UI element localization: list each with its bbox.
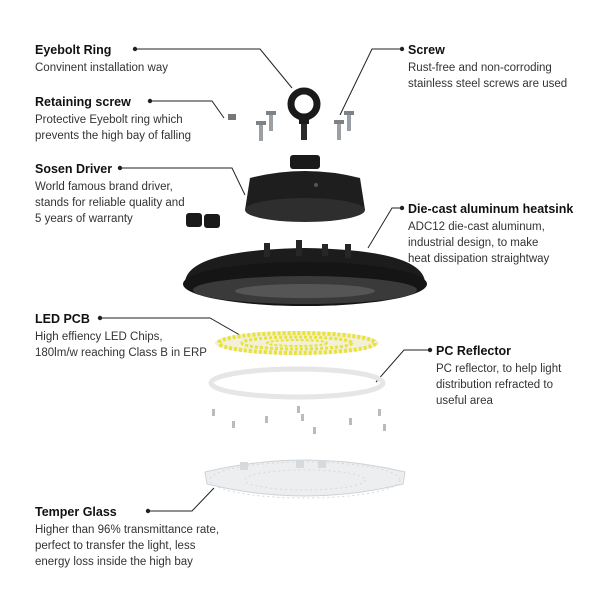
callout-desc-line: Convinent installation way <box>35 62 168 74</box>
callout-title: Die-cast aluminum heatsink <box>408 202 574 216</box>
callout-desc-line: prevents the high bay of falling <box>35 130 191 142</box>
callout-sosen-driver: Sosen Driver World famous brand driver, … <box>35 161 185 227</box>
leader-glass <box>148 487 215 512</box>
leader-screw <box>339 48 402 116</box>
driver-part <box>245 155 365 222</box>
callout-desc-line: ADC12 die-cast aluminum, <box>408 221 545 233</box>
leader-eyebolt <box>135 48 293 89</box>
callout-temper-glass: Temper Glass Higher than 96% transmittan… <box>35 504 219 570</box>
callout-desc-line: Higher than 96% transmittance rate, <box>35 524 220 536</box>
callout-title: Sosen Driver <box>35 162 113 176</box>
temper-glass-part <box>204 459 406 499</box>
heatsink-part <box>183 240 427 306</box>
callout-desc-line: energy loss inside the high bay <box>35 556 193 568</box>
leader-heatsink <box>367 207 402 249</box>
eyebolt-ring-part <box>287 87 321 140</box>
callout-desc-line: World famous brand driver, <box>35 181 173 193</box>
callout-title: Temper Glass <box>35 505 117 519</box>
callout-heatsink: Die-cast aluminum heatsink ADC12 die-cas… <box>408 201 573 267</box>
callout-desc-line: Rust-free and non-corroding <box>408 62 552 74</box>
callout-desc-line: Protective Eyebolt ring which <box>35 114 183 126</box>
callout-title: PC Reflector <box>436 344 512 358</box>
callout-eyebolt-ring: Eyebolt Ring Convinent installation way <box>35 42 168 76</box>
callout-retaining-screw: Retaining screw Protective Eyebolt ring … <box>35 94 191 144</box>
leader-dots <box>97 46 433 514</box>
pc-reflector-part <box>208 366 386 400</box>
callout-title: Eyebolt Ring <box>35 43 112 57</box>
leader-pcb <box>100 317 246 339</box>
leader-reflector <box>375 349 430 383</box>
bottom-screws <box>212 406 386 434</box>
callout-desc-line: industrial design, to make <box>408 237 539 249</box>
callout-desc-line: perfect to transfer the light, less <box>35 540 196 552</box>
cable-glands <box>186 213 220 228</box>
callout-desc-line: 5 years of warranty <box>35 213 133 225</box>
callout-desc-line: useful area <box>436 395 493 407</box>
leader-lines <box>100 48 430 512</box>
callout-desc-line: PC reflector, to help light <box>436 363 562 375</box>
callout-title: LED PCB <box>35 312 90 326</box>
callout-pc-reflector: PC Reflector PC reflector, to help light… <box>436 343 561 409</box>
callout-desc-line: heat dissipation straightway <box>408 253 550 265</box>
leader-retaining-screw <box>150 100 225 119</box>
callout-desc-line: High effiency LED Chips, <box>35 331 163 343</box>
callout-desc-line: 180lm/w reaching Class B in ERP <box>35 347 207 359</box>
led-pcb-part <box>215 331 379 355</box>
callout-desc-line: distribution refracted to <box>436 379 553 391</box>
callout-title: Screw <box>408 43 445 57</box>
leader-driver <box>120 167 246 196</box>
callout-led-pcb: LED PCB High effiency LED Chips, 180lm/w… <box>35 311 207 361</box>
callout-title: Retaining screw <box>35 95 131 109</box>
top-screws <box>228 111 354 141</box>
callout-desc-line: stainless steel screws are used <box>408 78 568 90</box>
callout-screw: Screw Rust-free and non-corroding stainl… <box>408 42 567 92</box>
callout-desc-line: stands for reliable quality and <box>35 197 185 209</box>
